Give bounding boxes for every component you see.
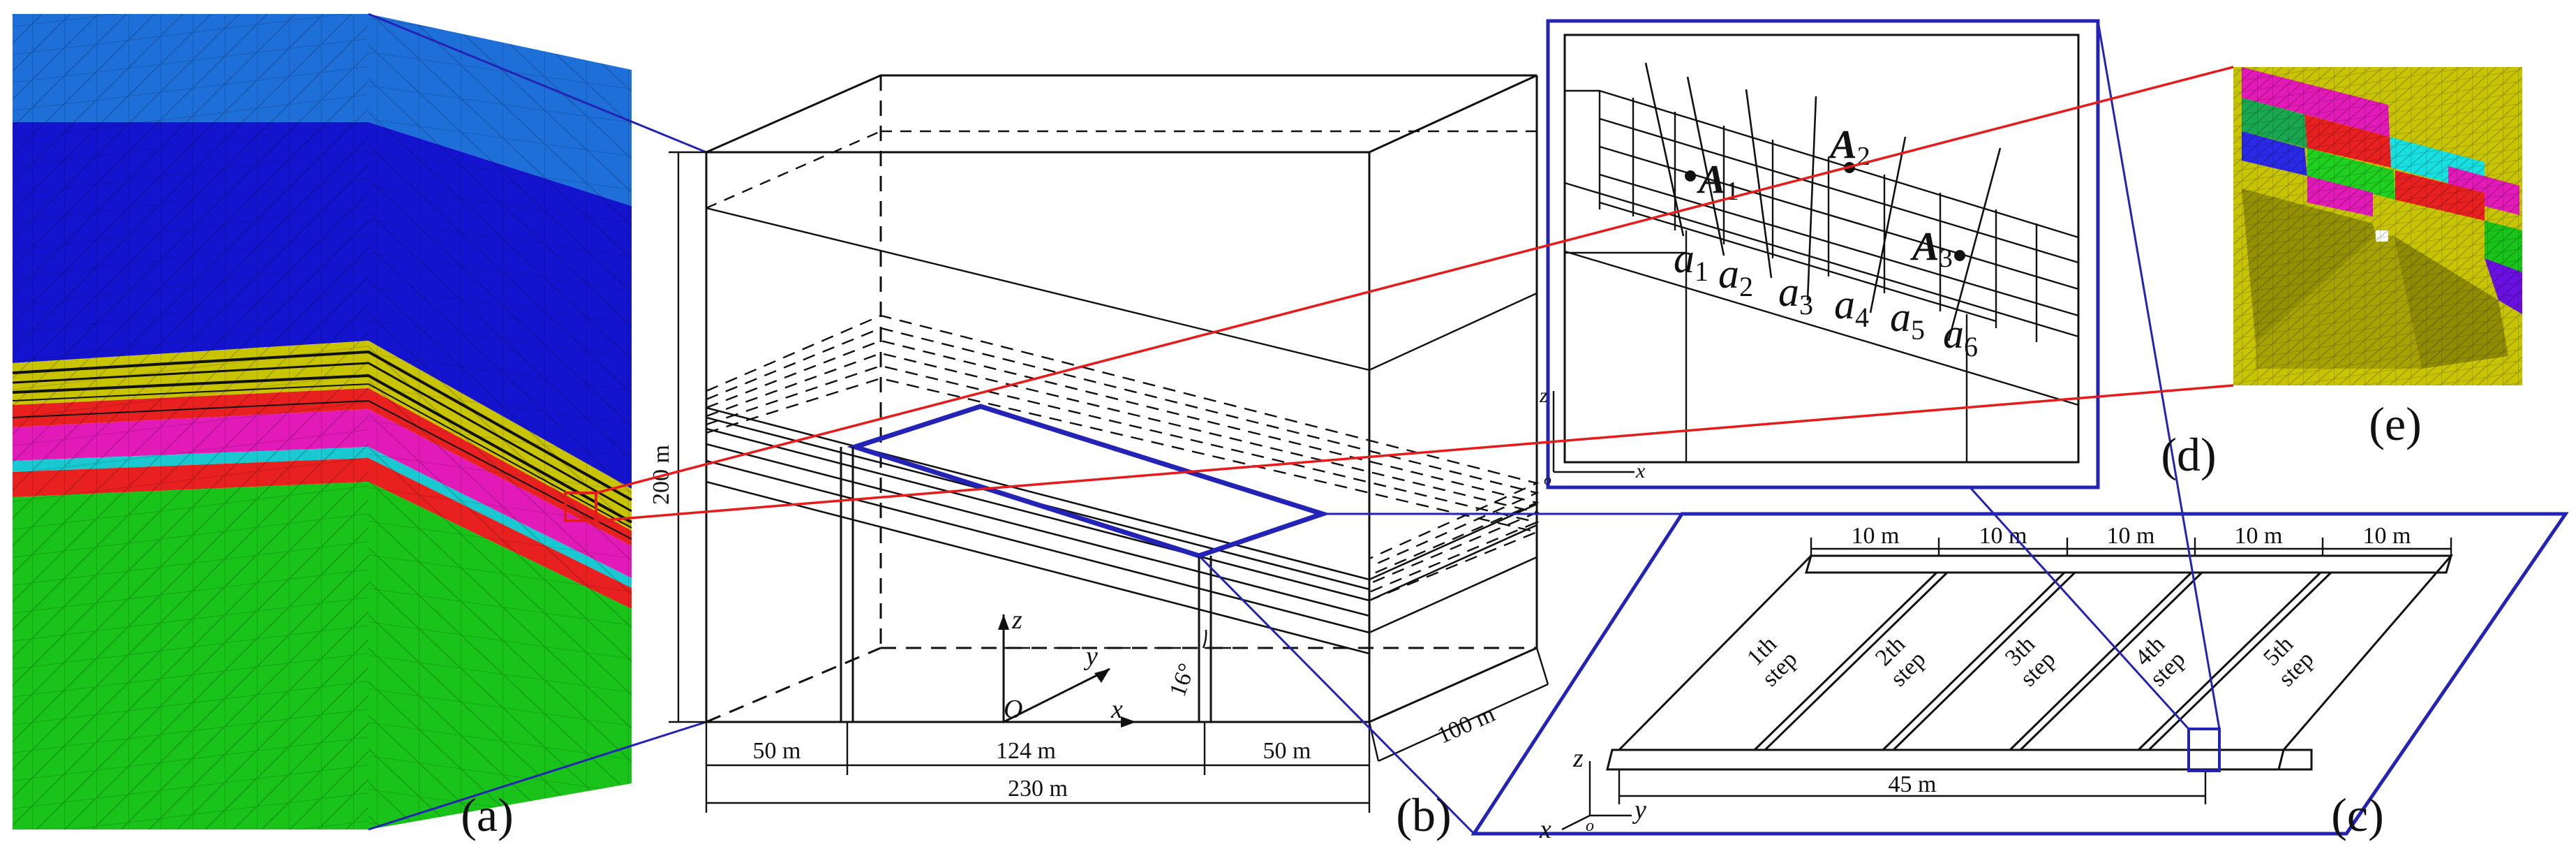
step-divider-1 bbox=[1753, 571, 1938, 751]
panel-label-a: (a) bbox=[461, 788, 513, 841]
upper-dashed-plane bbox=[706, 130, 881, 209]
axis-origin-y bbox=[1003, 667, 1110, 723]
panel-c-steps: z y x o 10 m 10 m 10 m 10 m 10 m 1th ste… bbox=[1471, 512, 2569, 844]
dip-angle-label: 16° bbox=[1165, 660, 1200, 700]
left-width-label: 50 m bbox=[753, 738, 801, 764]
outer-box-top bbox=[706, 74, 1538, 154]
panel-labels: (a) (b) (c) (d) (e) bbox=[461, 397, 2421, 841]
axis-y-label: y bbox=[1083, 642, 1098, 671]
line-label-a5: a5 bbox=[1890, 294, 1925, 346]
axis-z-label: z bbox=[1011, 605, 1022, 635]
segment-labels: 10 m 10 m 10 m 10 m 10 m bbox=[1852, 523, 2411, 549]
line-label-a2: a2 bbox=[1718, 251, 1753, 302]
roadway-top-strip bbox=[1805, 554, 2452, 574]
stratum-top-line bbox=[706, 207, 1370, 371]
panel-a-focus-box bbox=[564, 492, 597, 522]
step-label-4: 4th step bbox=[2130, 631, 2190, 691]
panel-d-axis-x: x bbox=[1635, 459, 1646, 482]
panel-a-to-b-projection bbox=[368, 13, 707, 831]
front-mesh-overlay bbox=[13, 14, 368, 829]
segment-label: 10 m bbox=[1979, 523, 2027, 549]
right-width-label: 50 m bbox=[1263, 738, 1311, 764]
panel-c-origin: o bbox=[1586, 817, 1594, 835]
dip-angle-arc bbox=[1202, 629, 1207, 649]
line-label-a6: a6 bbox=[1943, 311, 1978, 362]
panel-d-zoom: A1 A2 A3 a1 a2 a3 a4 a5 a6 z x o bbox=[1539, 19, 2100, 489]
panel-d-origin: o bbox=[1544, 471, 1551, 488]
line-label-a3: a3 bbox=[1778, 269, 1813, 320]
line-label-a4: a4 bbox=[1834, 281, 1869, 333]
origin-label: O bbox=[1004, 695, 1022, 724]
panel-c-axes bbox=[1561, 761, 1632, 831]
panel-d-outer-frame bbox=[1546, 19, 2100, 489]
roadway-bottom-strip bbox=[1606, 748, 2285, 771]
panel-d-axis-z: z bbox=[1539, 384, 1548, 407]
point-a3 bbox=[1954, 250, 1965, 261]
measurement-points bbox=[1685, 162, 1965, 261]
segment-label: 10 m bbox=[2363, 523, 2411, 549]
panel-b-labels: 200 m 50 m 124 m 50 m 230 m 100 m 16° z … bbox=[648, 445, 1499, 802]
step-divider-2 bbox=[1882, 571, 2066, 751]
step-divider-3 bbox=[2009, 571, 2193, 751]
panel-d-axes bbox=[1552, 391, 1635, 473]
block-front-face bbox=[13, 14, 368, 829]
side-mesh-overlay bbox=[368, 14, 632, 829]
depth-label: 100 m bbox=[1434, 701, 1499, 749]
step-divider-4 bbox=[2137, 571, 2322, 751]
panel-b-to-c-projection bbox=[1198, 512, 1682, 835]
panel-label-e: (e) bbox=[2369, 397, 2421, 450]
panel-label-b: (b) bbox=[1396, 788, 1451, 841]
panel-label-d: (d) bbox=[2161, 428, 2216, 481]
measurement-lines bbox=[1644, 62, 2002, 341]
total-width-label: 230 m bbox=[1008, 776, 1068, 802]
panel-c-frame bbox=[1471, 512, 2569, 836]
panel-c-axis-x: x bbox=[1539, 815, 1551, 844]
segment-label: 10 m bbox=[2107, 523, 2155, 549]
panel-e-mesh bbox=[2233, 67, 2522, 385]
dashed-strata bbox=[706, 314, 1540, 602]
callout-lines bbox=[595, 66, 2234, 522]
panel-c-focus-box bbox=[2187, 728, 2221, 772]
step-label-2: 2th step bbox=[1870, 631, 1930, 691]
segment-label: 10 m bbox=[2235, 523, 2283, 549]
point-label-a3: A3 bbox=[1910, 223, 1953, 273]
axis-x-label: x bbox=[1110, 695, 1123, 724]
panel-d-inner-frame bbox=[1563, 34, 2080, 464]
mid-width-label: 124 m bbox=[996, 738, 1056, 764]
solid-strata bbox=[706, 406, 1538, 655]
point-a1 bbox=[1685, 170, 1696, 182]
panel-b-wireframe bbox=[669, 74, 1549, 813]
point-label-a1: A1 bbox=[1697, 156, 1739, 206]
line-label-a1: a1 bbox=[1674, 235, 1708, 287]
panel-label-c: (c) bbox=[2331, 788, 2383, 841]
step-label-1: 1th step bbox=[1742, 631, 1802, 691]
panel-e-closeup bbox=[2233, 67, 2522, 385]
panel-c-axis-y: y bbox=[1632, 795, 1646, 825]
panel-c-axis-z: z bbox=[1572, 744, 1584, 773]
panel-a-mesh-block bbox=[12, 14, 632, 829]
coal-seam-lines bbox=[12, 350, 632, 540]
panel-c-length-label: 45 m bbox=[1889, 772, 1937, 797]
segment-label: 10 m bbox=[1852, 523, 1900, 549]
depth-dim-line bbox=[1378, 683, 1549, 762]
